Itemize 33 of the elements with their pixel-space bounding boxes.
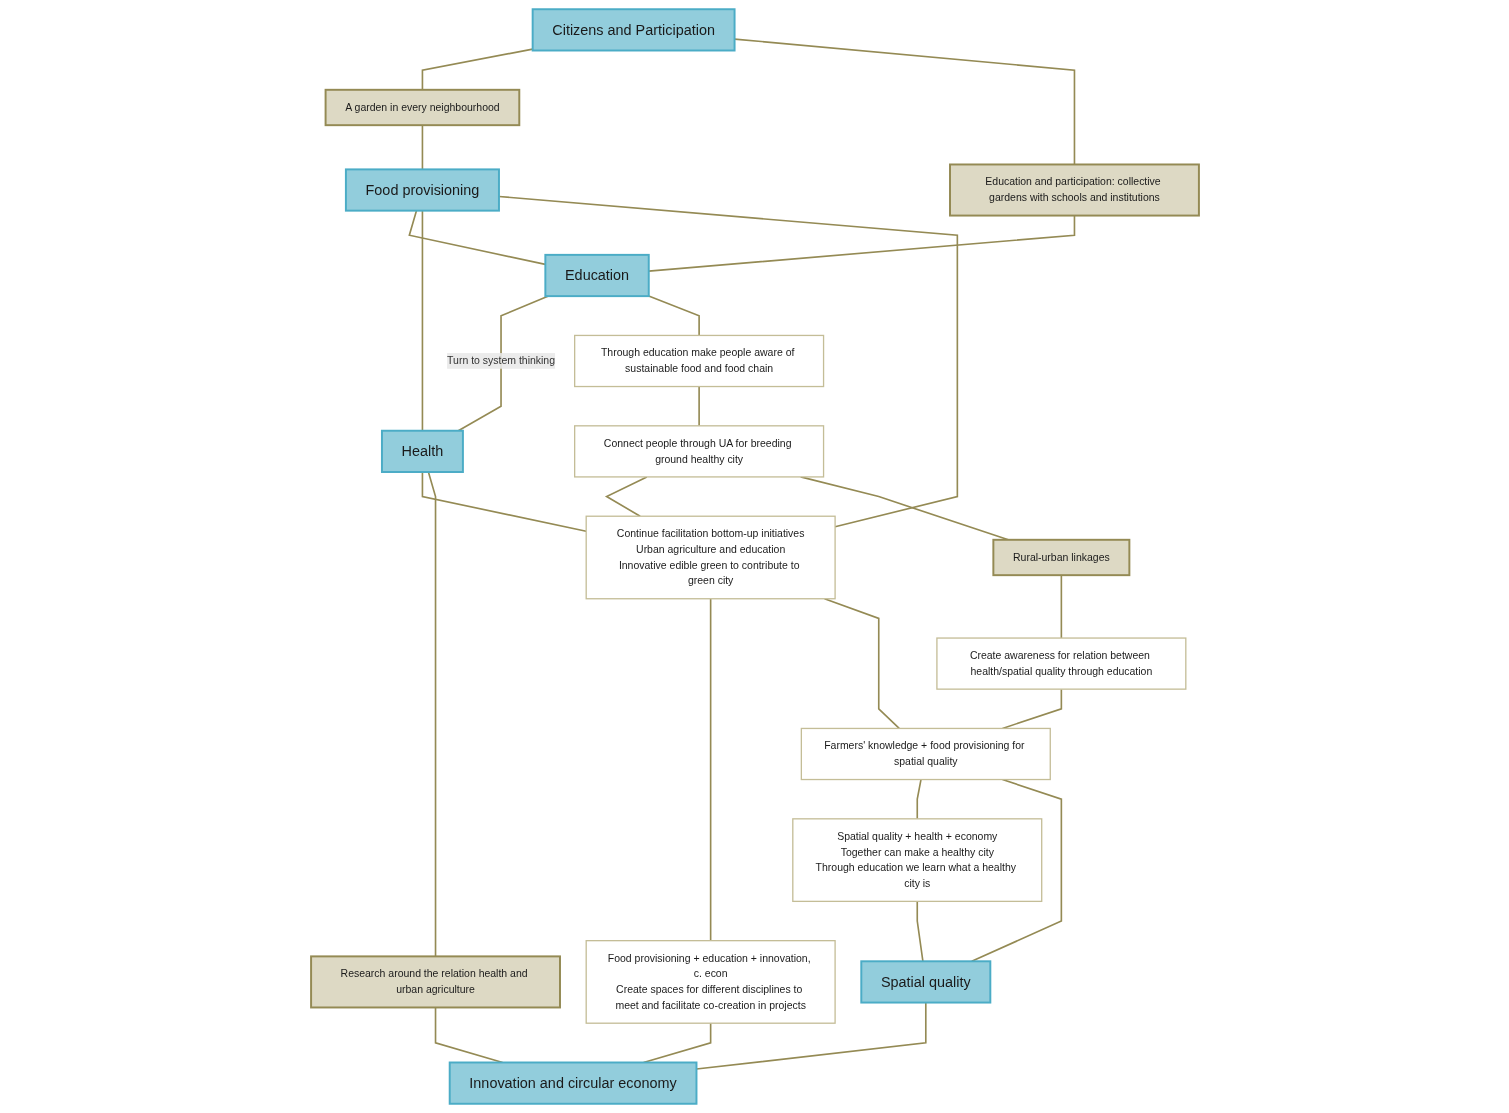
node-box: Citizens and Participation [531, 8, 736, 52]
node-box: Health [380, 429, 464, 473]
connector [709, 597, 711, 942]
node-box: Create awareness for relation between health/spatial quality through education [935, 637, 1186, 690]
node-box: Education and participation: collective gardens with schools and institutions [948, 163, 1200, 217]
connector [823, 597, 900, 730]
node-box: Innovation and circular economy [448, 1061, 697, 1105]
node-box: Spatial quality [859, 960, 991, 1004]
connector [421, 124, 423, 171]
node-box: Food provisioning [344, 168, 500, 212]
connector [697, 385, 700, 427]
node-box: Food provisioning + education + innovation, c. econ Create spaces for different disciplines to meet and facilitate co-creation in projects [585, 940, 836, 1024]
connector [427, 471, 436, 958]
node-box: Spatial quality + health + economy Together can make a healthy city Through education we learn what a healthy city is [791, 818, 1042, 902]
node-box: Research around the relation health and urban agriculture [309, 955, 561, 1009]
node-box: Education [543, 253, 650, 298]
node-box: Rural-urban linkages [991, 538, 1130, 577]
connector [421, 209, 423, 432]
node-box: Connect people through UA for breeding ground healthy city [573, 425, 824, 478]
node-box: Farmers' knowledge + food provisioning for spatial quality [800, 727, 1051, 781]
node-box: Through education make people aware of sustainable food and food chain [573, 334, 824, 388]
node-box: A garden in every neighbourhood [324, 88, 520, 127]
connector [421, 48, 533, 91]
connector [915, 900, 924, 963]
connector [647, 295, 700, 337]
connector [1060, 574, 1062, 639]
connector [915, 778, 922, 820]
connector [1001, 688, 1062, 730]
edge-label: Turn to system thinking [446, 355, 555, 367]
connector [695, 1001, 927, 1070]
connector [457, 295, 549, 432]
connector [434, 1006, 503, 1064]
node-box: Continue facilitation bottom-up initiatives Urban agriculture and education Innovative edible green to contribute to green city [585, 515, 836, 600]
